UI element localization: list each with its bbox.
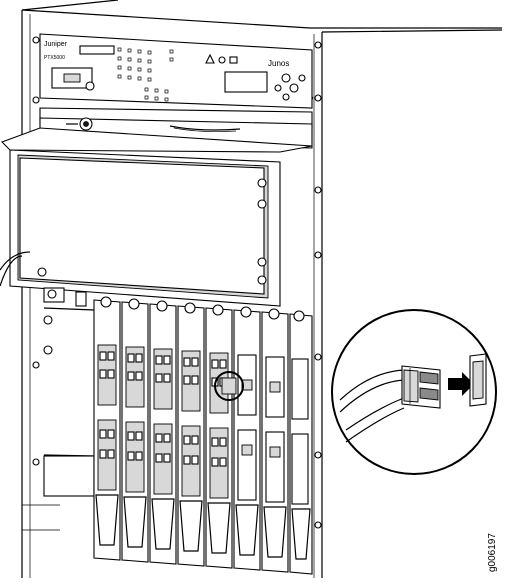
figure-id-label: g006197	[487, 533, 498, 572]
fpc-card	[289, 310, 313, 575]
fpc-card-cage	[43, 287, 95, 497]
sfp-port	[469, 353, 487, 407]
insert-arrow-icon	[448, 372, 474, 396]
craft-interface-panel: Juniper PTX5000 Junos	[39, 33, 313, 109]
port-highlight-circle	[214, 371, 244, 401]
lc-duplex-connector	[401, 365, 441, 409]
fiber-cables	[339, 369, 405, 443]
fpc-card	[261, 308, 289, 573]
upper-filter-tray	[1, 107, 313, 153]
fpc-card	[205, 304, 233, 569]
target-port	[221, 377, 237, 395]
cable-manager-cover	[0, 149, 281, 307]
zoom-callout	[331, 309, 497, 475]
chassis-body	[21, 0, 503, 578]
fpc-card	[149, 300, 177, 565]
vendor-logo: Juniper	[44, 41, 68, 48]
rack-holes	[32, 36, 322, 529]
fpc-card	[177, 302, 205, 567]
status-led-matrix	[117, 47, 174, 102]
fpc-cards	[93, 296, 313, 575]
fpc-card	[233, 306, 261, 571]
model-label: PTX5000	[44, 55, 65, 61]
fpc-card	[121, 298, 149, 563]
os-logo: Junos	[268, 59, 289, 68]
fpc-card	[93, 296, 121, 561]
